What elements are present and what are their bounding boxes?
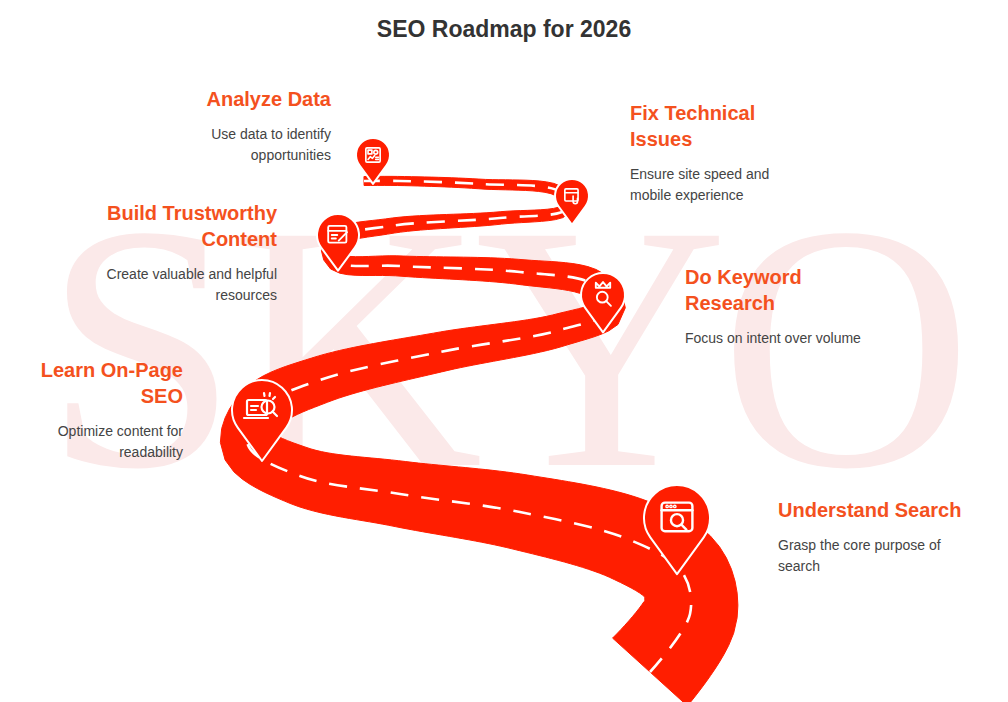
map-pin [317, 214, 359, 271]
step-heading: Learn On-Page SEO [23, 357, 183, 409]
step-heading: Build Trustworthy Content [77, 200, 277, 252]
road-markings [247, 181, 691, 672]
crown-search-icon [596, 282, 611, 306]
step-heading: Fix Technical Issues [630, 100, 790, 152]
road [220, 176, 737, 702]
step-heading: Do Keyword Research [685, 264, 845, 316]
pin-shape [356, 138, 390, 184]
step-description: Focus on intent over volume [685, 328, 945, 349]
step-heading: Understand Search [778, 497, 1008, 523]
step-description: Create valuable and helpful resources [67, 264, 277, 306]
step-description: Optimize content for readability [18, 421, 183, 463]
pin-markers [232, 138, 710, 574]
map-pin [581, 273, 625, 332]
step-description: Grasp the core purpose of search [778, 535, 963, 577]
step-heading: Analyze Data [131, 86, 331, 112]
step-description: Use data to identify opportunities [176, 124, 331, 166]
dashboard-icon [366, 148, 380, 162]
search-window-icon [662, 503, 693, 532]
step-description: Ensure site speed and mobile experience [630, 164, 810, 206]
diagram-title: SEO Roadmap for 2026 [0, 16, 1008, 43]
road-surface [220, 176, 737, 702]
map-pin [555, 179, 589, 225]
map-pin [232, 380, 292, 461]
roadmap-step: Build Trustworthy ContentCreate valuable… [67, 200, 277, 306]
laptop-search-icon [244, 393, 277, 418]
pin-shape [317, 214, 359, 271]
map-pin [356, 138, 390, 184]
pin-shape [644, 485, 710, 574]
road-body [220, 176, 737, 702]
roadmap-step: Understand SearchGrasp the core purpose … [778, 497, 1008, 577]
pin-shape [232, 380, 292, 461]
map-pin [644, 485, 710, 574]
roadmap-step: Fix Technical IssuesEnsure site speed an… [630, 100, 810, 206]
pin-shape [555, 179, 589, 225]
roadmap-step: Do Keyword ResearchFocus on intent over … [685, 264, 945, 349]
document-edit-icon [328, 226, 347, 243]
roadmap-step: Analyze DataUse data to identify opportu… [131, 86, 331, 166]
browser-tool-icon [565, 189, 578, 204]
pin-shape [581, 273, 625, 332]
lane-dashes [247, 181, 691, 672]
roadmap-step: Learn On-Page SEO Optimize content for re… [18, 357, 183, 463]
